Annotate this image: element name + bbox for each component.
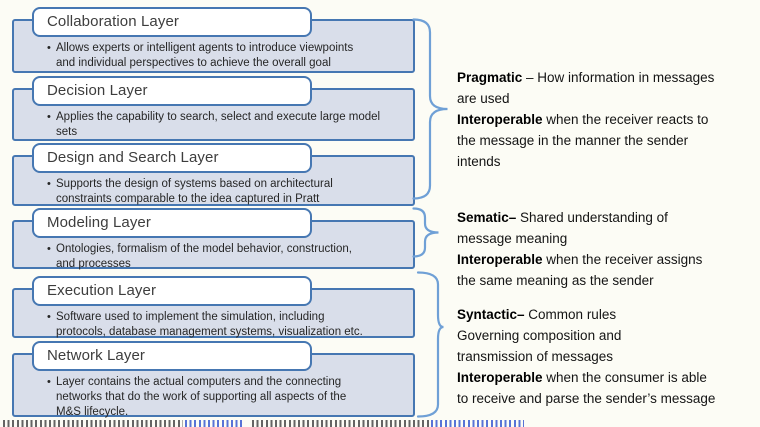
bullet-icon: •: [47, 42, 51, 54]
brace-semantic-icon: [412, 207, 440, 258]
brace-syntactic-icon: [415, 271, 445, 418]
clipped-caption-fragment: [3, 420, 524, 427]
bullet-icon: •: [47, 311, 51, 323]
caption-fragment-segment: [252, 420, 429, 427]
caption-fragment-segment: [431, 420, 524, 427]
bullet-icon: •: [47, 111, 51, 123]
layer-description-modeling: Ontologies, formalism of the model behav…: [56, 243, 352, 270]
layer-description-network: Layer contains the actual computers and …: [56, 376, 347, 418]
bullet-icon: •: [47, 376, 51, 388]
caption-fragment-segment: [185, 420, 245, 427]
layer-title-collaboration: Collaboration Layer: [32, 7, 312, 37]
bullet-icon: •: [47, 243, 51, 255]
layer-title-decision: Decision Layer: [32, 76, 312, 106]
layer-description-execution: Software used to implement the simulatio…: [56, 311, 363, 338]
bullet-item: • Allows experts or intelligent agents t…: [14, 21, 413, 71]
bullet-item: • Ontologies, formalism of the model beh…: [14, 222, 413, 272]
bullet-item: • Layer contains the actual computers an…: [14, 355, 413, 420]
layer-title-execution: Execution Layer: [32, 276, 312, 306]
bullet-icon: •: [47, 178, 51, 190]
layer-description-collaboration: Allows experts or intelligent agents to …: [56, 42, 354, 69]
caption-fragment-segment: [3, 420, 183, 427]
bullet-item: • Applies the capability to search, sele…: [14, 90, 413, 140]
layer-title-modeling: Modeling Layer: [32, 208, 312, 238]
layer-description-decision: Applies the capability to search, select…: [56, 111, 381, 138]
layer-body-execution: • Software used to implement the simulat…: [12, 288, 415, 338]
bullet-item: • Software used to implement the simulat…: [14, 290, 413, 340]
layer-description-design-search: Supports the design of systems based on …: [56, 178, 333, 205]
bullet-item: • Supports the design of systems based o…: [14, 157, 413, 207]
brace-pragmatic-icon: [412, 18, 449, 200]
layer-title-design-search: Design and Search Layer: [32, 143, 312, 173]
layer-title-network: Network Layer: [32, 341, 312, 371]
